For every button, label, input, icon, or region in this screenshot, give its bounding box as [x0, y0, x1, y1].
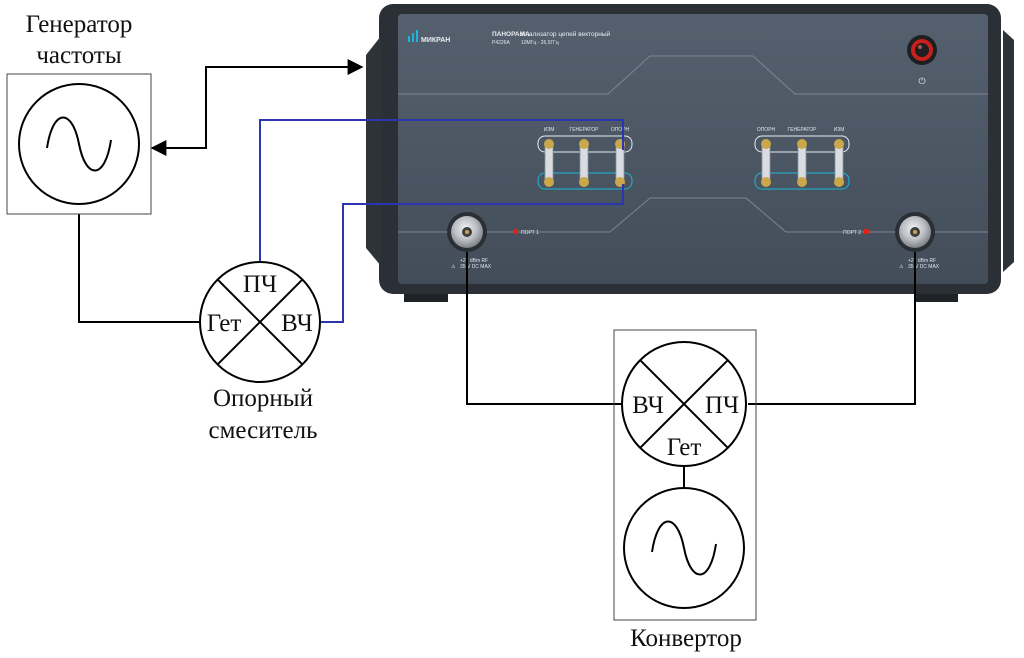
connector-gen-left[interactable] [579, 139, 589, 187]
brand-label: МИКРАН [421, 37, 450, 44]
warning-icon-port1: ⚠ [451, 264, 456, 270]
model-label: Р4226А [492, 40, 510, 46]
frequency-generator: Генератор частоты [6, 11, 152, 215]
connector-izm-left[interactable] [544, 139, 554, 187]
generator-title-line1: Генератор [26, 11, 133, 38]
right-block-label-2: ИЗМ [834, 127, 845, 133]
reference-block-left: ИЗМ ГЕНЕРАТОР ОПОРН [537, 127, 633, 190]
power-icon: ⏻ [918, 76, 925, 86]
right-block-label-0: ОПОРН [757, 127, 776, 133]
panel-decor-line-bottom [398, 197, 988, 233]
reference-mixer: ПЧ Гет ВЧ Опорный смеситель [199, 261, 321, 444]
port2-connector[interactable] [895, 212, 935, 252]
connector-ref-right[interactable] [761, 139, 771, 187]
generator-title-line2: частоты [36, 42, 121, 69]
converter-port-if: ПЧ [705, 392, 739, 419]
device-handle-right [1003, 30, 1014, 272]
port1-spec-line2: 35 V DC MAX [460, 264, 492, 270]
sine-wave-icon [46, 116, 112, 172]
reference-block-right: ОПОРН ГЕНЕРАТОР ИЗМ [754, 127, 850, 190]
panel-decor-line-top [398, 55, 988, 95]
port1-label: ПОРТ 1 [521, 230, 539, 236]
generator-to-mixer-line [78, 214, 200, 323]
device-name-label: Анализатор цепей векторный [521, 30, 610, 38]
ref-mixer-port-lo: Гет [207, 310, 242, 337]
port2-spec-line2: 35 V DC MAX [908, 264, 940, 270]
connector-izm-right[interactable] [834, 139, 844, 187]
ref-mixer-title-line1: Опорный [213, 385, 313, 412]
device-front-panel [398, 14, 988, 284]
port2-to-converter-line [748, 252, 916, 405]
port1-led [513, 229, 518, 234]
left-block-label-0: ИЗМ [544, 127, 555, 133]
left-block-label-2: ОПОРН [611, 127, 630, 133]
port2-spec-line1: +27 dBm RF [908, 258, 936, 264]
network-analyzer: МИКРАН ПАНОРАМА Р4226А Анализатор цепей … [366, 4, 1014, 302]
micran-logo: МИКРАН [408, 30, 450, 44]
converter-port-lo: Гет [667, 434, 702, 461]
ref-mixer-title-line2: смеситель [208, 417, 317, 444]
port2-led [864, 229, 869, 234]
ref-mixer-port-if: ПЧ [243, 271, 277, 298]
device-foot-right [914, 292, 958, 302]
right-block-label-1: ГЕНЕРАТОР [788, 127, 818, 133]
warning-icon-port2: ⚠ [899, 264, 904, 270]
power-button[interactable] [907, 35, 937, 65]
converter: ВЧ ПЧ Гет Конвертор [613, 329, 757, 652]
series-label: ПАНОРАМА [492, 31, 530, 38]
converter-title: Конвертор [630, 625, 742, 652]
ref-if-line [259, 119, 624, 276]
ref-mixer-port-rf: ВЧ [281, 310, 313, 337]
connector-gen-right[interactable] [797, 139, 807, 187]
left-block-label-1: ГЕНЕРАТОР [570, 127, 600, 133]
port2-label: ПОРТ 2 [843, 230, 861, 236]
device-foot-left [404, 292, 448, 302]
port1-to-converter-line [466, 252, 621, 405]
ref-rf-line [320, 184, 624, 323]
port1-connector[interactable] [447, 212, 487, 252]
port1-spec-line1: +27 dBm RF [460, 258, 488, 264]
converter-box [613, 329, 757, 621]
converter-sine-wave-icon [651, 520, 717, 576]
frequency-range-label: 10МГц - 26,5ГГц [521, 40, 559, 46]
converter-port-rf: ВЧ [632, 392, 664, 419]
device-handle-left [366, 36, 381, 266]
control-link-arrow [150, 59, 364, 156]
